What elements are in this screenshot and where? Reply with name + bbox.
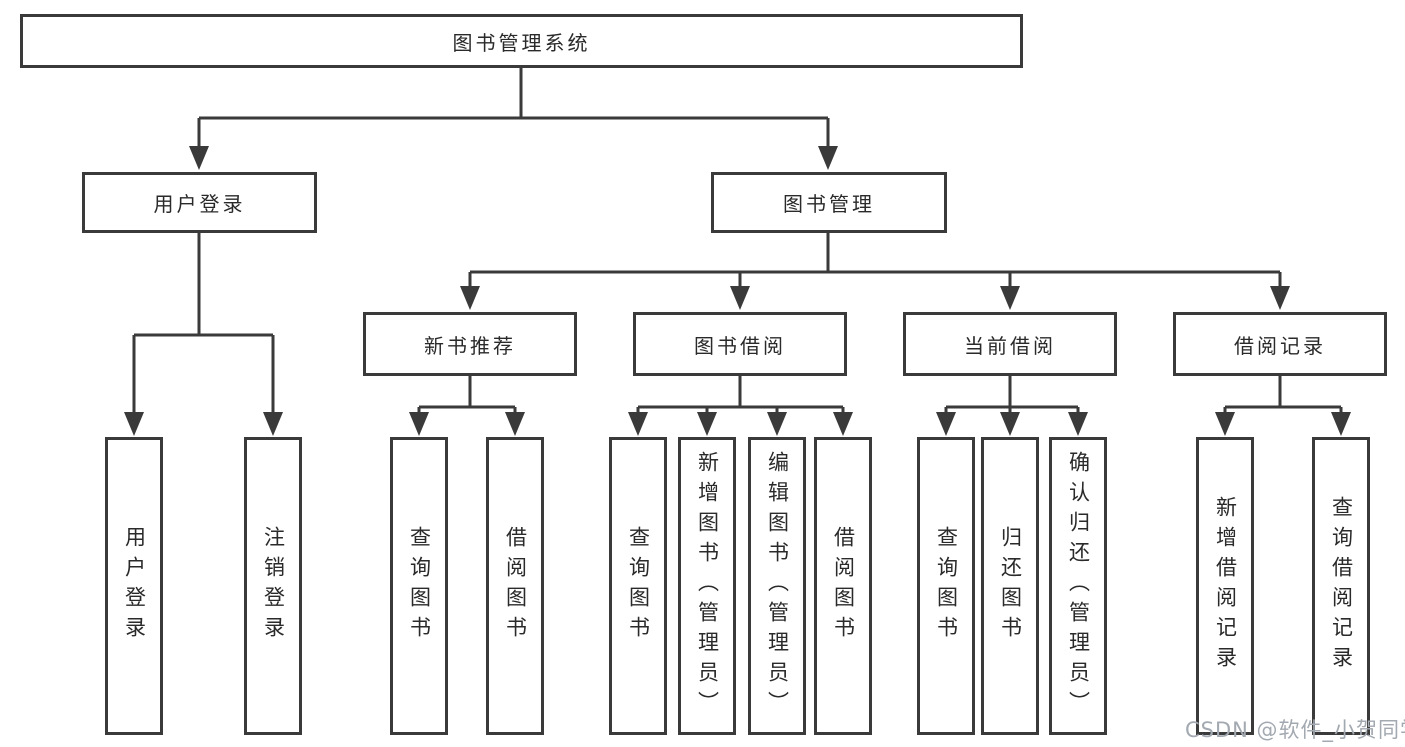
node-library-management-system: 图书管理系统 bbox=[20, 14, 1023, 68]
leaf-label: 查询图书 bbox=[934, 526, 959, 646]
leaf-return-book: 归还图书 bbox=[981, 437, 1039, 735]
leaf-edit-book-admin: 编辑图书（管理员） bbox=[748, 437, 806, 735]
leaf-user-login: 用户登录 bbox=[105, 437, 163, 735]
node-label: 新书推荐 bbox=[424, 333, 516, 358]
connector-current-borrowing-children bbox=[936, 376, 1088, 436]
leaf-query-books-current: 查询图书 bbox=[917, 437, 975, 735]
leaf-label: 借阅图书 bbox=[503, 526, 528, 646]
leaf-label: 借阅图书 bbox=[831, 526, 856, 646]
node-user-login: 用户登录 bbox=[82, 172, 317, 233]
leaf-label: 查询图书 bbox=[407, 526, 432, 646]
csdn-watermark: CSDN @软件_小贺同学 bbox=[1185, 718, 1405, 742]
node-book-management: 图书管理 bbox=[711, 172, 947, 233]
connector-root-to-level2 bbox=[189, 68, 838, 170]
leaf-label: 新增借阅记录 bbox=[1213, 496, 1238, 676]
leaf-query-books-recommend: 查询图书 bbox=[390, 437, 448, 735]
leaf-confirm-return-admin: 确认归还（管理员） bbox=[1049, 437, 1107, 735]
node-label: 当前借阅 bbox=[964, 333, 1056, 358]
leaf-add-borrow-record: 新增借阅记录 bbox=[1196, 437, 1254, 735]
node-label: 用户登录 bbox=[153, 192, 246, 216]
leaf-label: 查询图书 bbox=[626, 526, 651, 646]
leaf-label: 查询借阅记录 bbox=[1329, 496, 1354, 676]
node-book-borrowing: 图书借阅 bbox=[633, 312, 847, 376]
connector-book-management-sections bbox=[460, 233, 1290, 310]
node-borrowing-records: 借阅记录 bbox=[1173, 312, 1387, 376]
leaf-label: 用户登录 bbox=[122, 526, 147, 646]
connector-user-login-children bbox=[124, 233, 283, 436]
leaf-label: 新增图书（管理员） bbox=[695, 451, 720, 721]
node-label: 图书借阅 bbox=[694, 333, 786, 358]
node-label: 图书管理 bbox=[783, 192, 875, 216]
node-label: 图书管理系统 bbox=[452, 30, 591, 55]
node-new-book-recommendation: 新书推荐 bbox=[363, 312, 577, 376]
leaf-query-borrow-record: 查询借阅记录 bbox=[1312, 437, 1370, 735]
leaf-label: 归还图书 bbox=[998, 526, 1023, 646]
connector-new-book-children bbox=[409, 376, 525, 436]
node-current-borrowing: 当前借阅 bbox=[903, 312, 1117, 376]
leaf-label: 编辑图书（管理员） bbox=[765, 451, 790, 721]
leaf-label: 确认归还（管理员） bbox=[1066, 451, 1091, 721]
connector-book-borrowing-children bbox=[628, 376, 853, 436]
leaf-borrow-books-borrowing: 借阅图书 bbox=[814, 437, 872, 735]
leaf-borrow-books-recommend: 借阅图书 bbox=[486, 437, 544, 735]
leaf-query-books-borrowing: 查询图书 bbox=[609, 437, 667, 735]
leaf-label: 注销登录 bbox=[261, 526, 286, 646]
leaf-logout-login: 注销登录 bbox=[244, 437, 302, 735]
leaf-add-book-admin: 新增图书（管理员） bbox=[678, 437, 736, 735]
connector-borrow-records-children bbox=[1215, 376, 1351, 436]
node-label: 借阅记录 bbox=[1234, 333, 1326, 358]
